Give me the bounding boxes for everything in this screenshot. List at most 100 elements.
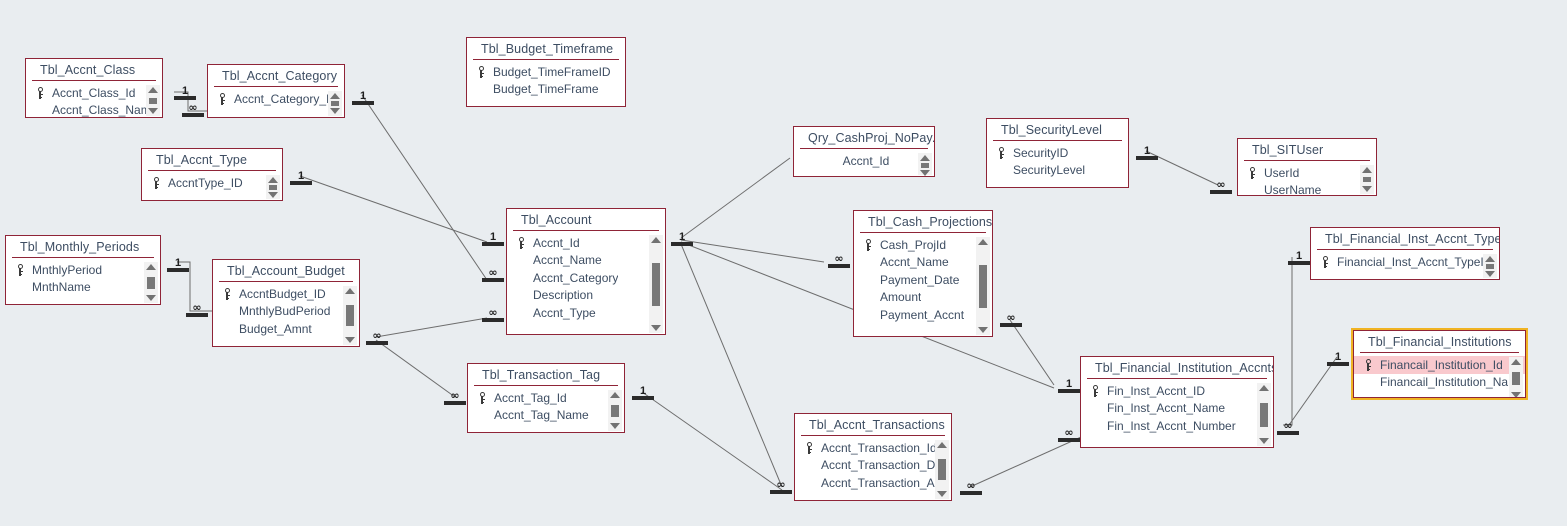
scroll-down-icon[interactable]: [1362, 186, 1372, 192]
scroll-up-icon[interactable]: [1485, 256, 1495, 262]
scroll-down-icon[interactable]: [330, 108, 340, 114]
rel-account-trans[interactable]: [680, 243, 783, 488]
field-list-scrollbar[interactable]: [144, 262, 158, 303]
field-row[interactable]: Accnt_Class_Name: [26, 102, 162, 117]
field-row[interactable]: Fin_Inst_Accnt_ID: [1081, 382, 1273, 400]
scroll-down-icon[interactable]: [268, 192, 278, 198]
scroll-up-icon[interactable]: [268, 177, 278, 183]
field-row[interactable]: Cash_ProjId: [854, 236, 992, 254]
field-row[interactable]: Fin_Inst_Accnt_Number: [1081, 417, 1273, 435]
scrollbar-thumb[interactable]: [147, 276, 155, 289]
rel-category-account[interactable]: [361, 94, 488, 281]
scroll-up-icon[interactable]: [1511, 359, 1521, 365]
rel-fininsttype-fininst[interactable]: [1283, 257, 1293, 426]
scrollbar-thumb[interactable]: [346, 305, 354, 326]
scroll-up-icon[interactable]: [1259, 385, 1269, 391]
field-list-scrollbar[interactable]: [976, 237, 990, 335]
scroll-up-icon[interactable]: [146, 264, 156, 270]
scrollbar-thumb[interactable]: [149, 97, 157, 104]
scrollbar-thumb[interactable]: [1260, 402, 1268, 427]
field-row[interactable]: UserName: [1238, 182, 1376, 195]
scroll-down-icon[interactable]: [146, 295, 156, 301]
field-list-scrollbar[interactable]: [608, 390, 622, 431]
field-list-scrollbar[interactable]: [146, 85, 160, 116]
field-row[interactable]: Accnt_Id: [794, 152, 934, 170]
rel-security-situser[interactable]: [1145, 150, 1219, 186]
field-row[interactable]: AccntBudget_ID: [213, 285, 359, 303]
field-row[interactable]: Accnt_Category: [507, 269, 665, 287]
field-list-scrollbar[interactable]: [1483, 254, 1497, 278]
field-list-scrollbar[interactable]: [649, 235, 663, 333]
scrollbar-thumb[interactable]: [269, 185, 277, 190]
scrollbar-thumb[interactable]: [979, 264, 987, 308]
rel-class-category[interactable]: [174, 91, 212, 112]
field-row[interactable]: Description: [507, 287, 665, 305]
rel-type-account[interactable]: [299, 175, 488, 243]
scrollbar-thumb[interactable]: [1363, 177, 1371, 182]
field-row[interactable]: AccntType_ID: [142, 174, 282, 192]
field-row[interactable]: Accnt_Transaction_A: [795, 474, 951, 492]
scrollbar-thumb[interactable]: [1512, 372, 1520, 385]
scroll-down-icon[interactable]: [651, 325, 661, 331]
scroll-down-icon[interactable]: [1485, 271, 1495, 277]
scrollbar-thumb[interactable]: [652, 262, 660, 306]
field-row[interactable]: Accnt_Name: [507, 252, 665, 270]
field-row[interactable]: Accnt_Type: [507, 304, 665, 322]
table-box-qry-cashproj-nopay[interactable]: Qry_CashProj_NoPay...Accnt_Id: [793, 126, 935, 177]
field-row[interactable]: Accnt_Id: [507, 234, 665, 252]
field-row[interactable]: Payment_Date: [854, 271, 992, 289]
field-row[interactable]: Amount: [854, 289, 992, 307]
rel-trans-finacct[interactable]: [969, 432, 1091, 488]
scroll-up-icon[interactable]: [651, 237, 661, 243]
field-row[interactable]: Financail_Institution_Na: [1354, 374, 1525, 392]
rel-budget-account[interactable]: [375, 317, 488, 338]
scroll-down-icon[interactable]: [978, 327, 988, 333]
field-row[interactable]: UserId: [1238, 164, 1376, 182]
rel-budget-tag[interactable]: [375, 339, 456, 398]
scroll-down-icon[interactable]: [1511, 392, 1521, 397]
scrollbar-thumb[interactable]: [938, 459, 946, 480]
scroll-up-icon[interactable]: [1362, 167, 1372, 173]
field-list-scrollbar[interactable]: [1509, 357, 1523, 397]
scrollbar-thumb[interactable]: [611, 404, 619, 417]
scroll-up-icon[interactable]: [330, 93, 340, 99]
rel-cashproj-finacct[interactable]: [1009, 319, 1055, 386]
scroll-down-icon[interactable]: [610, 423, 620, 429]
field-row[interactable]: Accnt_Category_I: [208, 90, 344, 108]
scrollbar-thumb[interactable]: [331, 101, 339, 106]
field-row[interactable]: Financail_Institution_Id: [1354, 356, 1525, 374]
scroll-up-icon[interactable]: [920, 155, 930, 161]
field-row[interactable]: MnthName: [6, 279, 160, 297]
rel-account-cashproj[interactable]: [680, 239, 825, 263]
field-list-scrollbar[interactable]: [1360, 165, 1374, 194]
rel-tag-trans[interactable]: [641, 391, 783, 491]
rel-account-qry[interactable]: [680, 157, 791, 239]
scroll-up-icon[interactable]: [148, 87, 158, 93]
field-row[interactable]: Accnt_Class_Id: [26, 84, 162, 102]
scrollbar-thumb[interactable]: [921, 163, 929, 168]
field-row[interactable]: Budget_TimeFrame: [467, 81, 625, 99]
field-row[interactable]: Payment_Accnt: [854, 306, 992, 324]
scroll-up-icon[interactable]: [345, 288, 355, 294]
field-row[interactable]: Budget_TimeFrameID: [467, 63, 625, 81]
field-row[interactable]: Budget_Amnt: [213, 320, 359, 338]
scroll-up-icon[interactable]: [978, 239, 988, 245]
field-row[interactable]: Accnt_Name: [854, 254, 992, 272]
field-row[interactable]: Accnt_Tag_Id: [468, 389, 624, 407]
scrollbar-thumb[interactable]: [1486, 264, 1494, 269]
field-row[interactable]: Accnt_Transaction_Id: [795, 439, 951, 457]
field-list-scrollbar[interactable]: [328, 91, 342, 116]
field-row[interactable]: Fin_Inst_Accnt_Name: [1081, 400, 1273, 418]
field-row[interactable]: Accnt_Transaction_D: [795, 457, 951, 475]
